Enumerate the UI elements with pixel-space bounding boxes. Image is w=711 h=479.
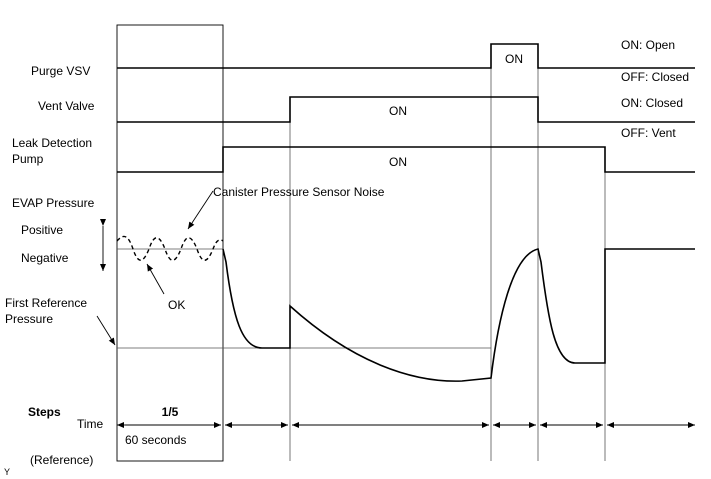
- evap-pressure-label: EVAP Pressure: [12, 196, 95, 210]
- first-ref-arrow: [96, 315, 116, 346]
- leak-pump-label-1: Leak Detection: [12, 136, 92, 150]
- leak-pump-signal: [117, 146, 695, 173]
- purge-vsv-signal: [117, 43, 695, 69]
- ok-arrow: [146, 263, 165, 295]
- negative-label: Negative: [21, 251, 69, 265]
- step-1-duration: 60 seconds: [125, 433, 186, 447]
- time-label: Time: [77, 417, 104, 431]
- pump-on-label: ON: [389, 155, 407, 169]
- purge-vsv-label: Purge VSV: [31, 64, 90, 78]
- ok-annotation: OK: [168, 298, 185, 312]
- purge-on-desc: ON: Open: [621, 38, 675, 52]
- noise-arrow: [187, 190, 214, 230]
- first-ref-label-1: First Reference: [5, 296, 87, 310]
- step-1-label: 1/5: [162, 405, 179, 419]
- evap-pressure-curve: [222, 248, 695, 382]
- event-lines: [289, 44, 606, 461]
- vent-valve-signal: [117, 96, 695, 123]
- positive-label: Positive: [21, 223, 63, 237]
- purge-off-desc: OFF: Closed: [621, 70, 689, 84]
- reference-label: (Reference): [30, 453, 93, 467]
- sensor-noise-wave: [116, 235, 224, 261]
- leak-pump-label-2: Pump: [12, 152, 44, 166]
- vent-valve-label: Vent Valve: [38, 99, 95, 113]
- vent-on-desc: ON: Closed: [621, 96, 683, 110]
- step-1-box: [116, 24, 224, 462]
- vent-off-desc: OFF: Vent: [621, 126, 676, 140]
- steps-label: Steps: [28, 405, 61, 419]
- vent-on-label: ON: [389, 104, 407, 118]
- corner-mark: Y: [4, 467, 10, 477]
- purge-on-label: ON: [505, 52, 523, 66]
- first-ref-label-2: Pressure: [5, 312, 53, 326]
- noise-annotation: Canister Pressure Sensor Noise: [213, 185, 385, 199]
